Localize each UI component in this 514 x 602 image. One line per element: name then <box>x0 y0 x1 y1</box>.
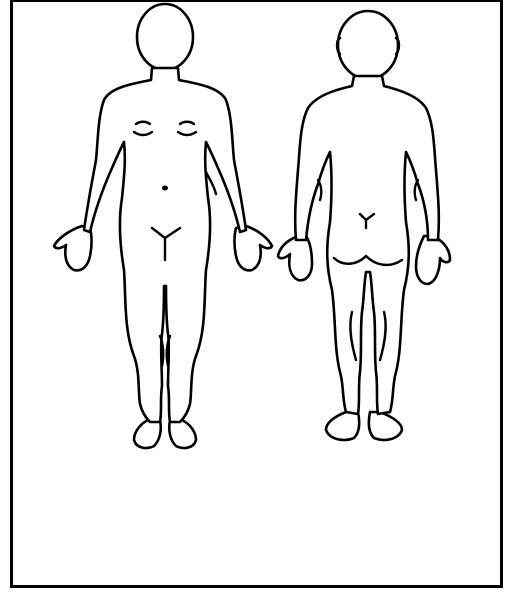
back-body <box>295 76 439 414</box>
back-right-elbow-mark <box>415 180 418 200</box>
front-head <box>137 4 193 70</box>
body-front-outline-icon <box>54 4 272 448</box>
back-right-hand <box>416 236 450 284</box>
front-right-foot <box>169 420 196 448</box>
back-head <box>338 11 398 79</box>
front-left-hand <box>54 226 92 270</box>
body-back-outline-icon <box>278 11 450 440</box>
back-right-foot <box>369 412 402 440</box>
back-left-hand <box>278 236 312 280</box>
front-navel <box>162 186 168 191</box>
back-left-foot <box>326 412 359 440</box>
front-left-foot <box>134 420 161 448</box>
back-left-elbow-mark <box>318 180 321 200</box>
